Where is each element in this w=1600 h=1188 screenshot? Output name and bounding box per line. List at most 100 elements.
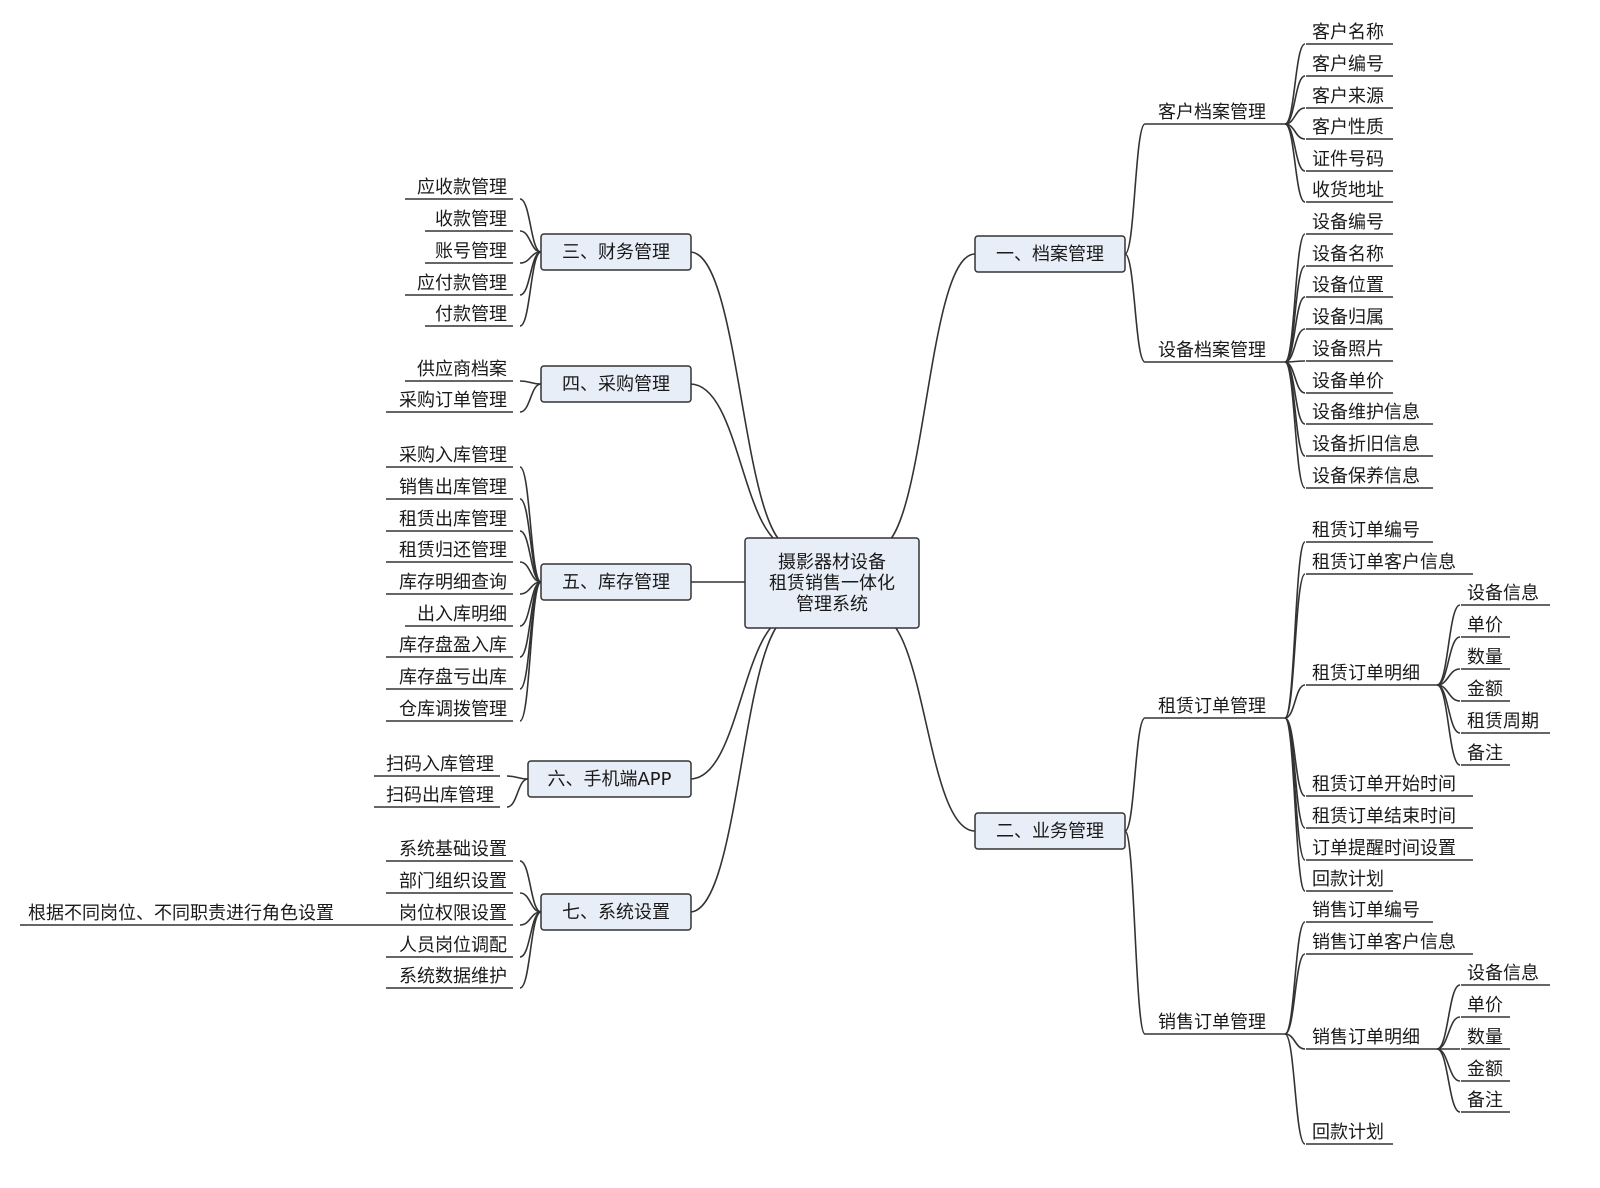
node-label-xs1: 销售订单编号 [1312, 900, 1420, 921]
node-label-xt2: 部门组织设置 [399, 871, 507, 892]
node-label-kc3: 租赁出库管理 [399, 509, 507, 530]
node-label-zl6: 订单提醒时间设置 [1312, 838, 1456, 859]
connector-center-b4 [689, 383, 794, 549]
connector-sb [1284, 361, 1306, 489]
connector-xs [1284, 1033, 1306, 1145]
node-label-app1: 扫码入库管理 [386, 754, 494, 775]
node-label-zl3e: 租赁周期 [1467, 711, 1539, 732]
node-label-kc6: 出入库明细 [417, 604, 507, 625]
connector-zl [1284, 684, 1306, 719]
center-title-line: 摄影器材设备 [778, 552, 886, 573]
branch-label-b5: 五、库存管理 [562, 572, 670, 593]
node-label-cw4: 应付款管理 [417, 273, 507, 294]
node-label-kh: 客户档案管理 [1158, 102, 1266, 123]
branch-label-b6: 六、手机端APP [547, 769, 671, 790]
node-label-sb2: 设备名称 [1312, 244, 1384, 265]
connector-b1-kh [1124, 123, 1146, 255]
node-label-cg2: 采购订单管理 [399, 390, 507, 411]
node-label-app2: 扫码出库管理 [386, 785, 494, 806]
node-label-zl3a: 设备信息 [1467, 583, 1539, 604]
node-label-zl7: 回款计划 [1312, 869, 1384, 890]
connector-xs [1284, 921, 1306, 1035]
node-label-sb8: 设备折旧信息 [1312, 434, 1420, 455]
connector-cg [519, 380, 542, 385]
node-label-xt5: 系统数据维护 [399, 966, 507, 987]
connector-app [506, 778, 529, 808]
node-label-kh4: 客户性质 [1312, 117, 1384, 138]
connector-xs3 [1436, 984, 1461, 1050]
node-label-zl: 租赁订单管理 [1158, 696, 1266, 717]
node-label-xs3c: 数量 [1467, 1027, 1503, 1048]
node-label-zl5: 租赁订单结束时间 [1312, 806, 1456, 827]
connector-xs3 [1436, 1048, 1461, 1113]
node-label-xs3b: 单价 [1467, 995, 1503, 1016]
node-label-xt1: 系统基础设置 [399, 839, 507, 860]
center-box [744, 537, 920, 629]
connector-cw [519, 198, 542, 253]
connector-kc [519, 581, 542, 722]
connector-cg [519, 383, 542, 413]
node-label-kc2: 销售出库管理 [399, 477, 507, 498]
node-label-xs3a: 设备信息 [1467, 963, 1539, 984]
center-title-line: 管理系统 [796, 594, 868, 615]
node-label-sb9: 设备保养信息 [1312, 466, 1420, 487]
connector-xt [519, 911, 542, 989]
node-label-xs4: 回款计划 [1312, 1122, 1384, 1143]
node-label-xs3d: 金额 [1467, 1059, 1503, 1080]
connector-kc [519, 581, 542, 690]
connector-cw [519, 251, 542, 327]
branch-label-b4: 四、采购管理 [562, 374, 670, 395]
node-label-sb6: 设备单价 [1312, 371, 1384, 392]
node-label-zl3c: 数量 [1467, 647, 1503, 668]
branch-label-b7: 七、系统设置 [562, 902, 670, 923]
center-title-line: 租赁销售一体化 [769, 573, 895, 594]
connector-app [506, 775, 529, 780]
node-label-sb1: 设备编号 [1312, 212, 1384, 233]
connector-center-b1 [876, 253, 976, 549]
connector-zl3 [1436, 684, 1461, 766]
connector-kc [519, 498, 542, 583]
node-label-cw1: 应收款管理 [417, 177, 507, 198]
connector-zl3 [1436, 604, 1461, 686]
node-label-xt3a: 根据不同岗位、不同职责进行角色设置 [28, 903, 334, 924]
node-label-kh3: 客户来源 [1312, 86, 1384, 107]
node-label-kc1: 采购入库管理 [399, 445, 507, 466]
node-label-zl3: 租赁订单明细 [1312, 663, 1420, 684]
connector-zl [1284, 717, 1306, 892]
node-label-sb: 设备档案管理 [1158, 340, 1266, 361]
node-label-xs3: 销售订单明细 [1312, 1027, 1420, 1048]
node-label-cw3: 账号管理 [435, 241, 507, 262]
node-label-kh6: 收货地址 [1312, 180, 1384, 201]
connector-zl [1284, 573, 1306, 719]
node-label-zl4: 租赁订单开始时间 [1312, 774, 1456, 795]
node-label-xt4: 人员岗位调配 [399, 935, 507, 956]
node-label-sb4: 设备归属 [1312, 307, 1384, 328]
node-label-xs3e: 备注 [1467, 1090, 1503, 1111]
node-label-kc7: 库存盘盈入库 [399, 635, 507, 656]
node-label-kh1: 客户名称 [1312, 22, 1384, 43]
connector-kh [1284, 123, 1306, 203]
node-label-kc9: 仓库调拨管理 [399, 699, 507, 720]
node-label-sb7: 设备维护信息 [1312, 402, 1420, 423]
connector-center-b6 [689, 614, 794, 780]
node-label-cg1: 供应商档案 [417, 359, 507, 380]
node-label-sb3: 设备位置 [1312, 275, 1384, 296]
node-label-kh5: 证件号码 [1312, 149, 1384, 170]
connector-zl3 [1436, 636, 1461, 686]
connector-kh [1284, 43, 1306, 125]
connector-center-b2 [876, 614, 976, 832]
connector-xs3 [1436, 1016, 1461, 1050]
node-label-zl3f: 备注 [1467, 743, 1503, 764]
node-label-kh2: 客户编号 [1312, 54, 1384, 75]
branch-label-b1: 一、档案管理 [996, 244, 1104, 265]
node-label-cw2: 收款管理 [435, 209, 507, 230]
connector-kh [1284, 75, 1306, 125]
connector-sb [1284, 328, 1306, 363]
connector-center-b7 [689, 614, 794, 913]
connector-cw [519, 230, 542, 253]
branch-label-b2: 二、业务管理 [996, 821, 1104, 842]
node-label-zl2: 租赁订单客户信息 [1312, 552, 1456, 573]
connector-kc [519, 466, 542, 583]
